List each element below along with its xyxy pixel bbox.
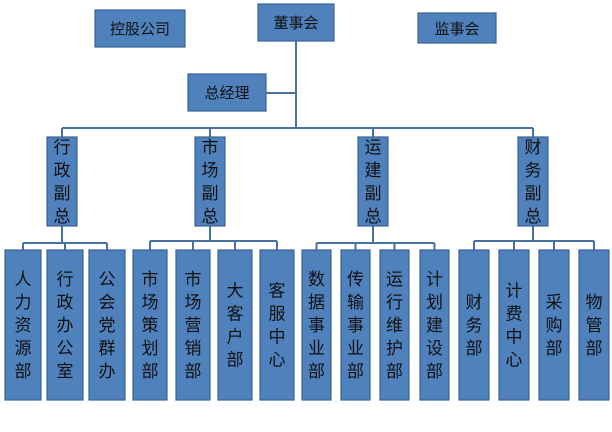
box-vp-ops: 运建副总 <box>357 136 389 227</box>
box-dept-1-1-label: 市场营销部 <box>185 270 202 382</box>
box-dept-1-2: 大客户部 <box>217 249 253 401</box>
box-board-label: 董事会 <box>273 14 318 32</box>
box-dept-1-0-label: 市场策划部 <box>142 270 159 382</box>
box-dept-0-2: 公会党群办 <box>88 249 126 401</box>
box-dept-3-0-label: 财务部 <box>466 293 483 359</box>
box-vp-admin: 行政副总 <box>46 136 78 227</box>
box-dept-3-3-label: 物管部 <box>586 293 603 359</box>
box-dept-1-1: 市场营销部 <box>175 249 211 401</box>
department-layer: 人力资源部 行政办公室 公会党群办 市场策划部 市场营销部 大客户部 客服中心 数据事业部 传输… <box>4 249 610 401</box>
vp-layer: 行政副总 市场副总 运建副总 财务副总 <box>46 136 549 227</box>
box-holding-company: 控股公司 <box>94 9 186 48</box>
box-supervisory-board: 监事会 <box>417 12 497 44</box>
box-dept-2-2: 运行维护部 <box>379 249 410 401</box>
box-dept-1-0: 市场策划部 <box>132 249 168 401</box>
box-dept-3-2: 采购部 <box>538 249 570 401</box>
box-dept-3-0: 财务部 <box>458 249 490 401</box>
box-dept-0-2-label: 公会党群办 <box>99 270 116 382</box>
connector-lines <box>22 41 595 250</box>
box-vp-market-label: 市场副总 <box>202 138 219 227</box>
box-general-manager: 总经理 <box>187 73 267 112</box>
box-dept-0-0-label: 人力资源部 <box>15 270 32 382</box>
box-vp-admin-label: 行政副总 <box>54 138 71 227</box>
box-supervisory-board-label: 监事会 <box>434 20 479 38</box>
box-vp-ops-label: 运建副总 <box>365 138 382 227</box>
box-dept-3-1-label: 计费中心 <box>506 282 523 371</box>
box-dept-0-0: 人力资源部 <box>4 249 42 401</box>
box-dept-3-2-label: 采购部 <box>546 293 563 359</box>
box-vp-finance: 财务副总 <box>517 136 549 227</box>
box-general-manager-label: 总经理 <box>204 84 249 102</box>
box-dept-1-3-label: 客服中心 <box>269 282 286 371</box>
box-dept-2-0-label: 数据事业部 <box>308 270 325 382</box>
box-board: 董事会 <box>257 3 335 42</box>
box-dept-0-1: 行政办公室 <box>46 249 84 401</box>
box-vp-market: 市场副总 <box>194 136 226 227</box>
box-dept-2-1: 传输事业部 <box>340 249 371 401</box>
box-holding-company-label: 控股公司 <box>110 20 170 38</box>
box-dept-2-3-label: 计划建设部 <box>426 270 443 382</box>
box-dept-3-1: 计费中心 <box>498 249 530 401</box>
box-dept-1-2-label: 大客户部 <box>227 282 244 371</box>
box-vp-finance-label: 财务副总 <box>525 138 542 227</box>
box-dept-2-2-label: 运行维护部 <box>386 270 403 382</box>
box-dept-3-3: 物管部 <box>578 249 610 401</box>
box-dept-2-0: 数据事业部 <box>301 249 332 401</box>
box-dept-1-3: 客服中心 <box>259 249 295 401</box>
box-dept-0-1-label: 行政办公室 <box>57 270 74 382</box>
box-dept-2-1-label: 传输事业部 <box>347 270 364 382</box>
box-dept-2-3: 计划建设部 <box>419 249 450 401</box>
